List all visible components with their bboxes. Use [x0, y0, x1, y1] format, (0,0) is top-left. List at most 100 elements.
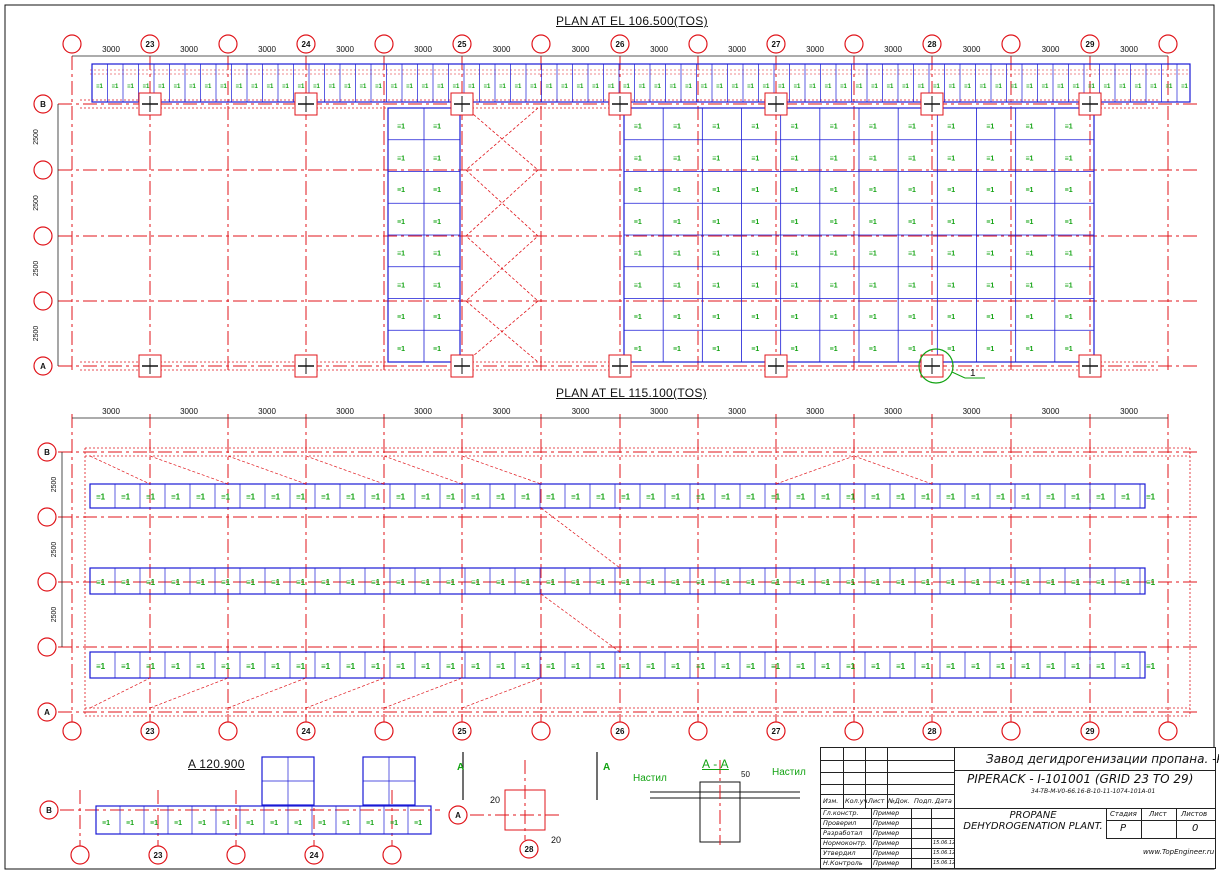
- grating-mark: ≡1: [971, 493, 981, 502]
- grating-mark: ≡1: [146, 662, 156, 671]
- grating-mark: ≡1: [371, 662, 381, 671]
- grating-mark: ≡1: [721, 578, 731, 587]
- grid-bubble: [1080, 34, 1100, 54]
- grating-mark: ≡1: [521, 578, 531, 587]
- grating-mark: ≡1: [830, 346, 838, 353]
- grating-mark: ≡1: [1135, 84, 1143, 90]
- grating-mark: ≡1: [1065, 124, 1073, 131]
- grating-mark: ≡1: [375, 84, 383, 90]
- grating-mark: ≡1: [671, 578, 681, 587]
- grating-mark: ≡1: [921, 578, 931, 587]
- tb-hdr-4: Подп.: [914, 797, 934, 805]
- grating-mark: ≡1: [646, 662, 656, 671]
- grating-mark: ≡1: [673, 251, 681, 258]
- grid-bubble: [452, 721, 472, 741]
- detail-callout-number: 1: [970, 368, 976, 379]
- grating-mark: ≡1: [869, 314, 877, 321]
- row-bubble: [33, 226, 53, 246]
- grating-mark: ≡1: [271, 662, 281, 671]
- grating-mark: ≡1: [869, 124, 877, 131]
- grid-bubble-label: 24: [302, 40, 311, 49]
- grating-mark: ≡1: [908, 314, 916, 321]
- row-bubble: [33, 291, 53, 311]
- grating-mark: ≡1: [634, 314, 642, 321]
- grating-mark: ≡1: [830, 187, 838, 194]
- plan1-dim-label: 3000: [180, 45, 198, 54]
- grating-mark: ≡1: [716, 84, 724, 90]
- grating-mark: ≡1: [146, 493, 156, 502]
- grating-mark: ≡1: [499, 84, 507, 90]
- grating-mark: ≡1: [608, 84, 616, 90]
- grating-mark: ≡1: [871, 84, 879, 90]
- grid-bubble-label: 29: [1086, 40, 1095, 49]
- grating-mark: ≡1: [1150, 84, 1158, 90]
- grating-mark: ≡1: [809, 84, 817, 90]
- grating-mark: ≡1: [947, 282, 955, 289]
- grating-mark: ≡1: [712, 124, 720, 131]
- grating-mark: ≡1: [453, 84, 461, 90]
- plan2-dim-label: 3000: [1120, 407, 1138, 416]
- grating-mark: ≡1: [371, 578, 381, 587]
- grating-mark: ≡1: [422, 84, 430, 90]
- grating-mark: ≡1: [396, 662, 406, 671]
- grid-bubble: [688, 34, 708, 54]
- grating-mark: ≡1: [433, 346, 441, 353]
- row-bubble-label: A: [455, 811, 461, 820]
- grating-mark: ≡1: [869, 155, 877, 162]
- grating-mark: ≡1: [902, 84, 910, 90]
- grating-mark: ≡1: [596, 662, 606, 671]
- grating-mark: ≡1: [468, 84, 476, 90]
- grating-mark: ≡1: [396, 493, 406, 502]
- plan1-dim-label: 3000: [493, 45, 511, 54]
- row-bubble: [33, 356, 53, 376]
- grid-bubble-label: 24: [310, 851, 319, 860]
- grating-mark: ≡1: [121, 662, 131, 671]
- plan1-dim-label: 3000: [963, 45, 981, 54]
- grating-mark: ≡1: [825, 84, 833, 90]
- grating-mark: ≡1: [1121, 493, 1131, 502]
- grid-bubble-label: 24: [302, 727, 311, 736]
- grating-mark: ≡1: [1025, 346, 1033, 353]
- plan2-bracing: [383, 455, 463, 485]
- plan2-bracing: [227, 455, 307, 485]
- grating-mark: ≡1: [446, 662, 456, 671]
- plan2-vdim-label: 2500: [51, 477, 58, 493]
- detail-28-dim: 20: [551, 835, 561, 845]
- grating-mark: ≡1: [220, 84, 228, 90]
- grating-mark: ≡1: [592, 84, 600, 90]
- grating-mark: ≡1: [406, 84, 414, 90]
- grating-mark: ≡1: [366, 820, 374, 827]
- grating-mark: ≡1: [96, 84, 104, 90]
- grating-mark: ≡1: [946, 578, 956, 587]
- plan2-bracing: [305, 455, 385, 485]
- grating-mark: ≡1: [158, 84, 166, 90]
- grating-mark: ≡1: [869, 346, 877, 353]
- grating-mark: ≡1: [946, 493, 956, 502]
- tb-drawing-sub: 34-TB-M-V0-66.16-B-10-11-1074-101A-01: [1031, 788, 1156, 795]
- grating-mark: ≡1: [561, 84, 569, 90]
- grating-mark: ≡1: [896, 662, 906, 671]
- grating-mark: ≡1: [96, 493, 106, 502]
- grating-mark: ≡1: [397, 219, 405, 226]
- grating-mark: ≡1: [1146, 578, 1156, 587]
- grating-mark: ≡1: [671, 662, 681, 671]
- grating-mark: ≡1: [673, 346, 681, 353]
- grating-mark: ≡1: [1104, 84, 1112, 90]
- row-bubble: [33, 94, 53, 114]
- grating-mark: ≡1: [342, 820, 350, 827]
- grating-mark: ≡1: [634, 251, 642, 258]
- plan-115-title: PLAN AT EL 115.100(TOS): [556, 386, 707, 400]
- plan2-dim-label: 3000: [650, 407, 668, 416]
- section-aa-title: A - A: [702, 757, 729, 771]
- plan2-bracing: [540, 507, 621, 569]
- plan2-dim-label: 3000: [572, 407, 590, 416]
- row-bubble-label: B: [46, 806, 52, 815]
- grating-mark: ≡1: [746, 578, 756, 587]
- grid-bubble: [531, 34, 551, 54]
- grid-bubble-label: 27: [772, 40, 781, 49]
- grating-mark: ≡1: [1096, 662, 1106, 671]
- grating-mark: ≡1: [964, 84, 972, 90]
- detail-a-title: A 120.900: [188, 757, 245, 771]
- grating-mark: ≡1: [1065, 219, 1073, 226]
- plan2-dim-label: 3000: [963, 407, 981, 416]
